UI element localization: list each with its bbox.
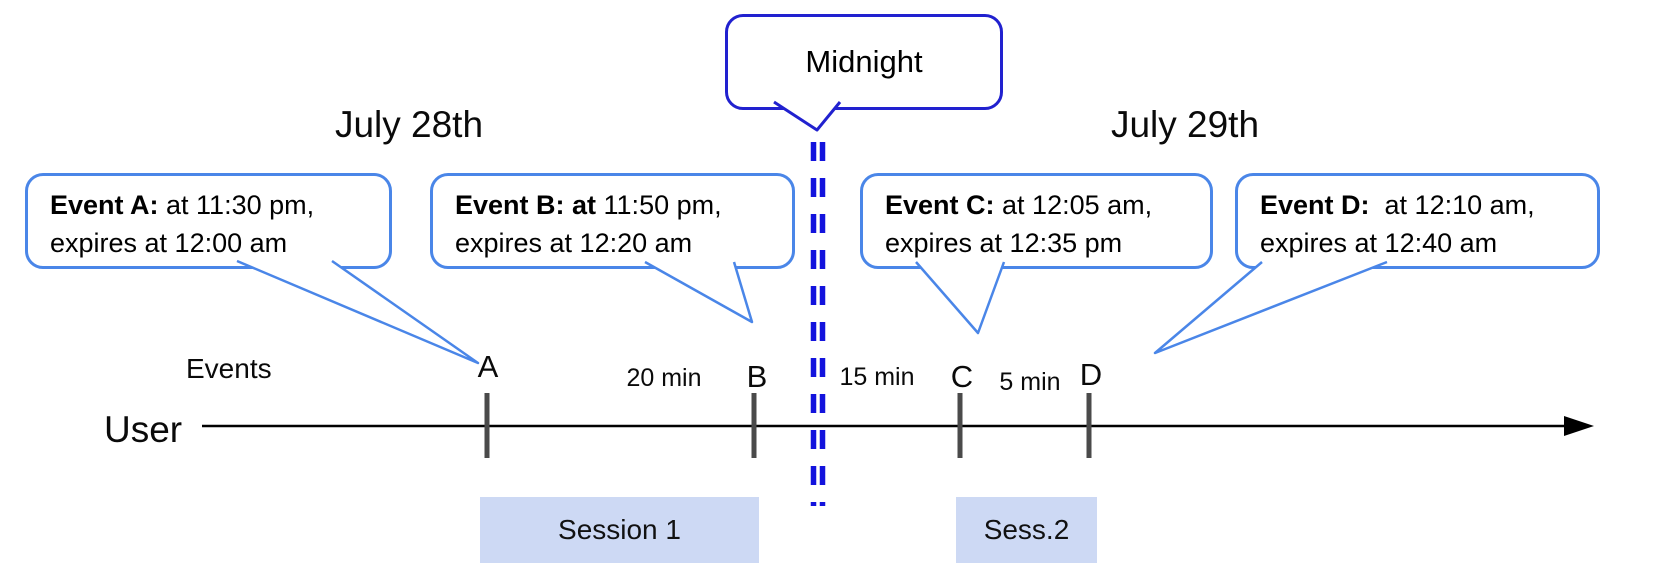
event-a-callout-tail	[236, 259, 480, 365]
event-c-callout: Event C: at 12:05 am, expires at 12:35 p…	[860, 173, 1213, 269]
session-1-label: Session 1	[558, 514, 681, 545]
event-b-line2: expires at 12:20 am	[455, 228, 693, 258]
midnight-callout: Midnight	[725, 14, 1003, 110]
user-axis-label: User	[104, 409, 183, 450]
marker-b-label: B	[746, 359, 768, 394]
date-july-29-label: July 29th	[1110, 104, 1260, 145]
event-b-callout-tail	[644, 260, 754, 324]
events-axis-label: Events	[186, 353, 272, 384]
marker-d-label: D	[1079, 357, 1103, 392]
interval-20min-label: 20 min	[626, 364, 702, 392]
event-b-line1: Event B: at 11:50 pm,	[455, 190, 722, 220]
session-2-label: Sess.2	[983, 514, 1070, 545]
event-d-line2: expires at 12:40 am	[1260, 228, 1498, 258]
event-c-callout-tail	[915, 261, 1006, 335]
marker-c-label: C	[950, 359, 974, 394]
event-d-line1: Event D: at 12:10 am,	[1260, 190, 1535, 220]
event-c-line1: Event C: at 12:05 am,	[885, 190, 1153, 220]
event-a-line2: expires at 12:00 am	[50, 228, 288, 258]
event-a-callout: Event A: at 11:30 pm, expires at 12:00 a…	[25, 173, 392, 269]
timeline-arrowhead-icon	[1564, 416, 1594, 436]
event-a-line1: Event A: at 11:30 pm,	[50, 190, 315, 220]
interval-5min-label: 5 min	[999, 368, 1061, 396]
event-c-line2: expires at 12:35 pm	[885, 228, 1123, 258]
session-1-box: Session 1	[480, 497, 759, 563]
event-b-callout: Event B: at 11:50 pm, expires at 12:20 a…	[430, 173, 795, 269]
midnight-label: Midnight	[805, 44, 923, 79]
event-d-callout-tail	[1153, 260, 1388, 355]
event-d-callout: Event D: at 12:10 am, expires at 12:40 a…	[1235, 173, 1600, 269]
session-2-box: Sess.2	[956, 497, 1097, 563]
marker-a-label: A	[477, 349, 499, 384]
date-july-28-label: July 28th	[334, 104, 484, 145]
interval-15min-label: 15 min	[839, 363, 915, 391]
